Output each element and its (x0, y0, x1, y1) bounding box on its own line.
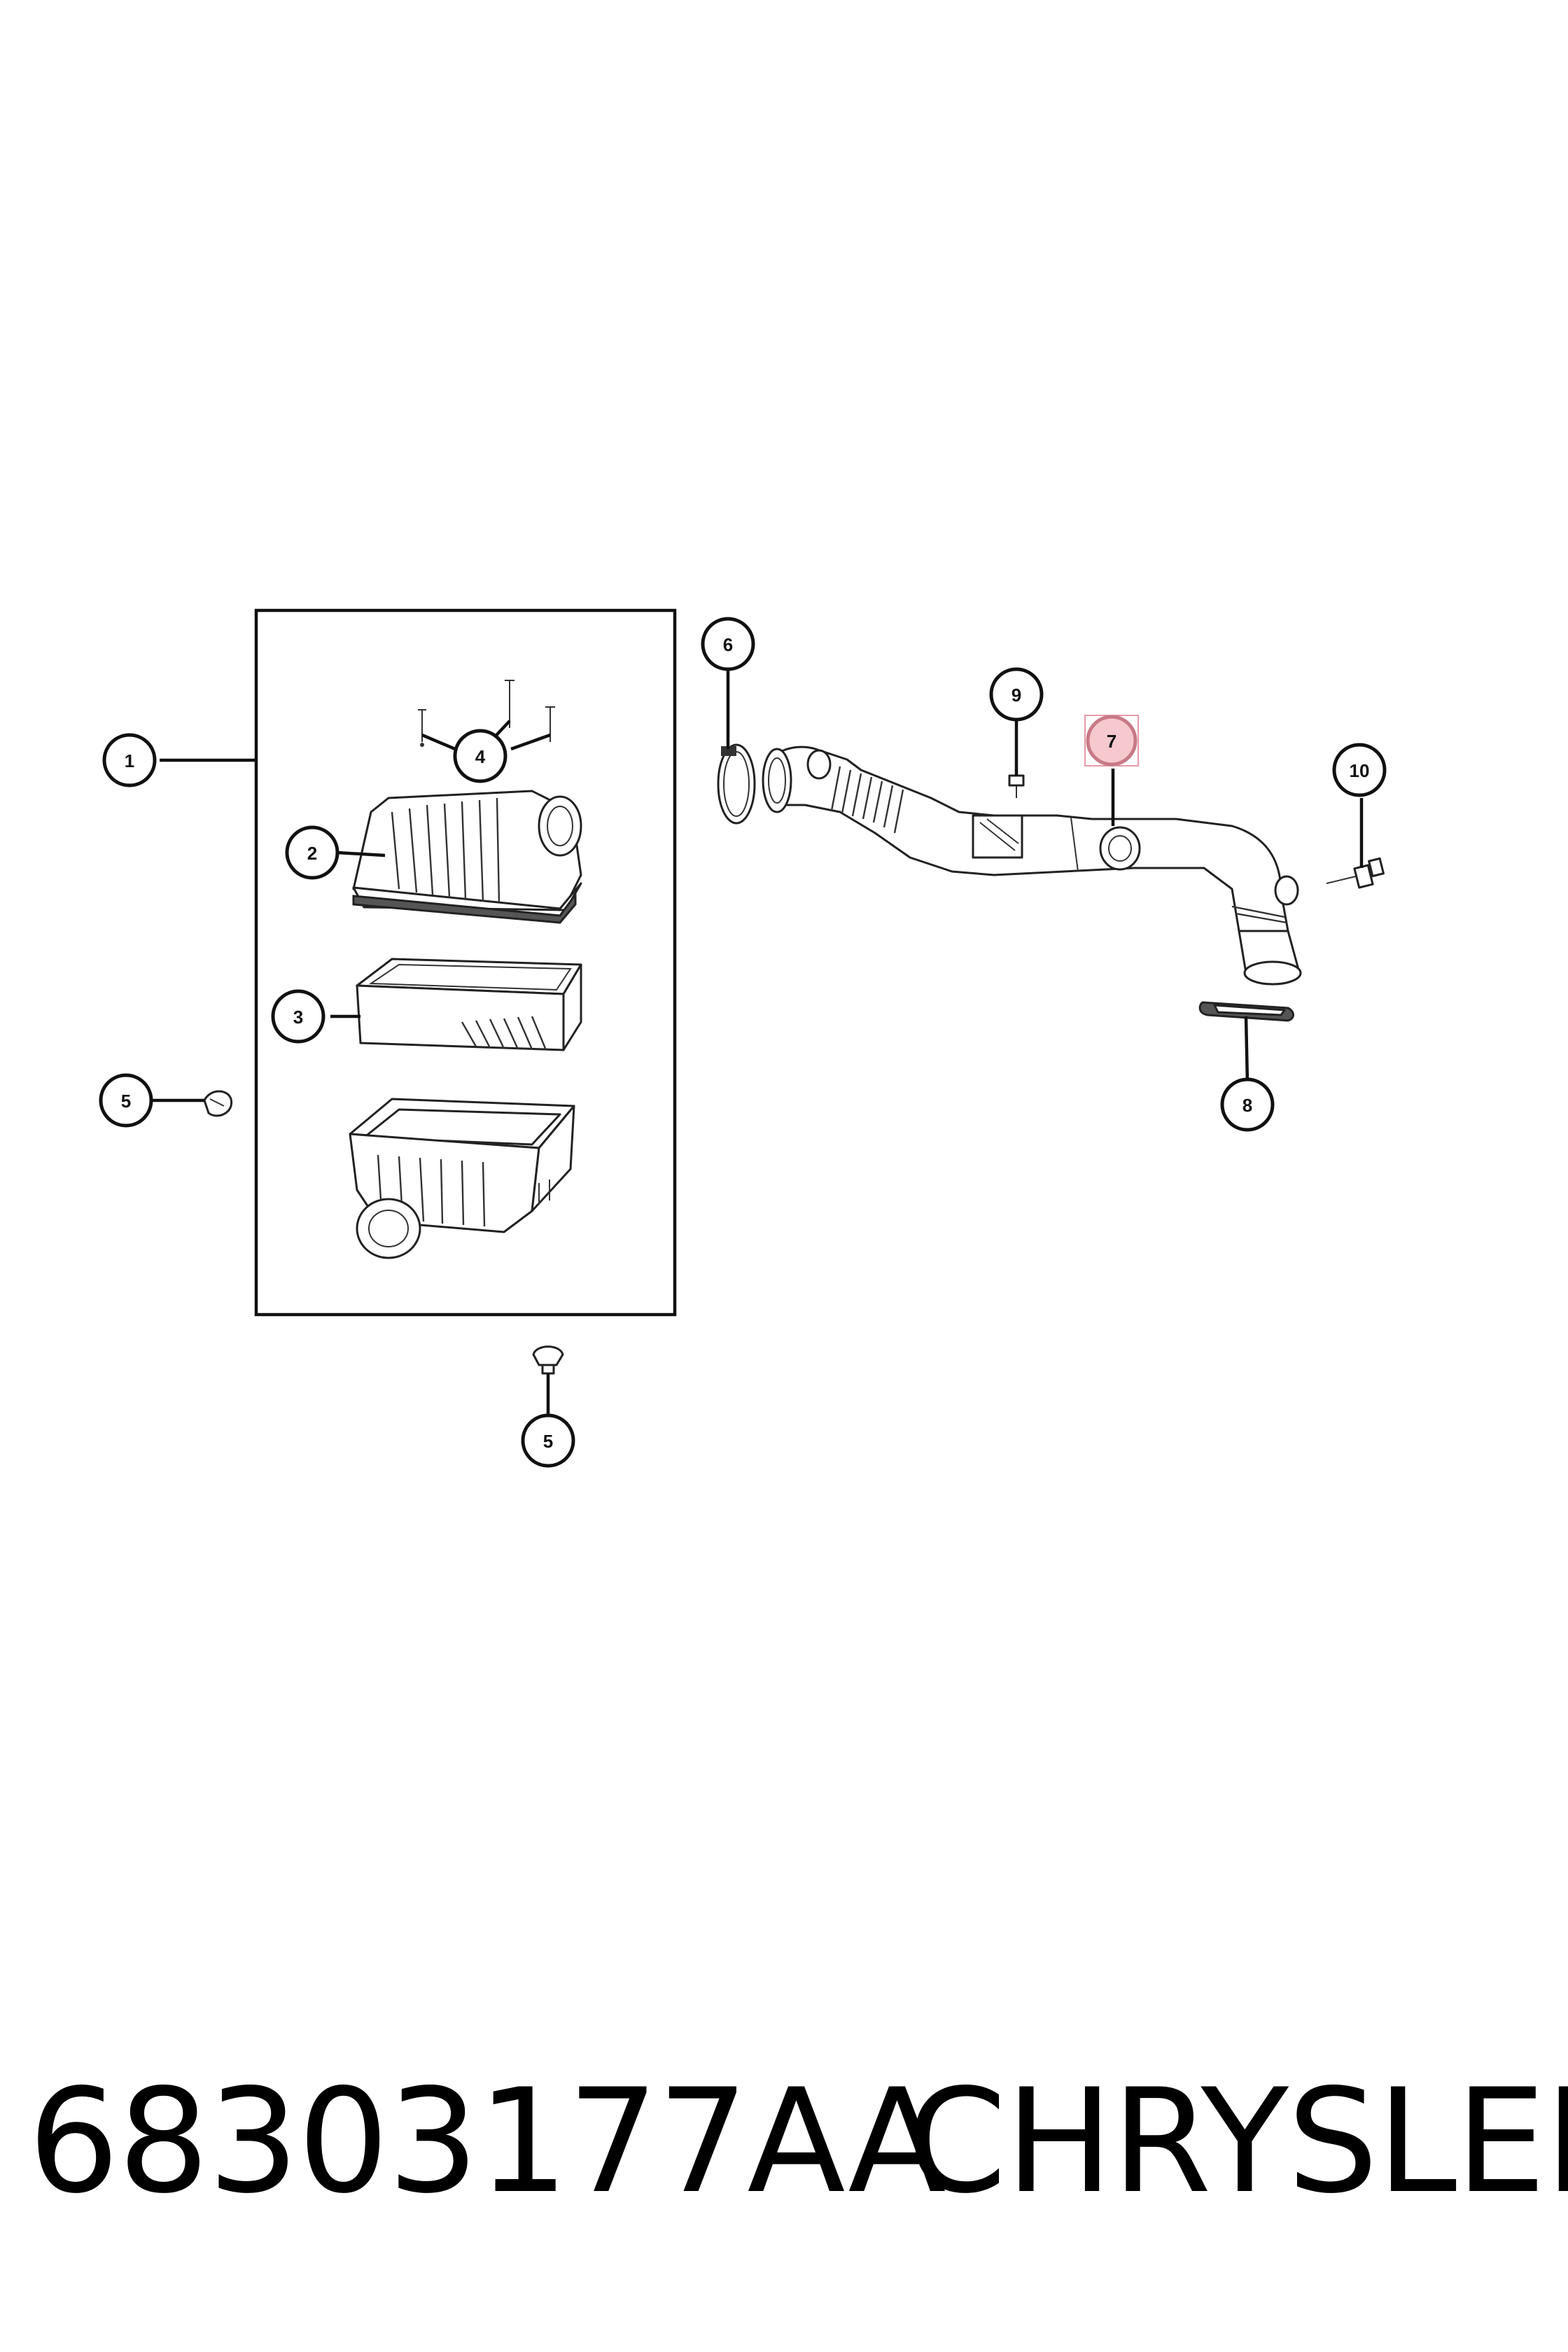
callout-10-label: 10 (1350, 760, 1370, 781)
callout-7: 7 (1084, 715, 1139, 766)
callout-9-label: 9 (1011, 685, 1021, 706)
callout-4: 4 (453, 729, 507, 783)
seal-part (1198, 1001, 1294, 1022)
callout-2: 2 (285, 825, 340, 880)
air-filter-part (356, 958, 582, 1051)
callout-9: 9 (989, 667, 1044, 722)
callout-3-label: 3 (293, 1007, 303, 1028)
callout-3: 3 (271, 989, 326, 1044)
hose-clamp-part (717, 743, 756, 825)
callout-1: 1 (102, 733, 157, 788)
part-number: 68303177AA (28, 2059, 946, 2225)
callout-6: 6 (701, 617, 755, 671)
callout-5-left: 5 (99, 1073, 153, 1128)
callout-5-bottom: 5 (521, 1413, 575, 1468)
callout-7-label: 7 (1107, 731, 1116, 752)
callout-4-label: 4 (475, 746, 486, 767)
grommet-bottom-part (532, 1345, 564, 1375)
callout-6-label: 6 (723, 634, 733, 655)
callout-8-label: 8 (1242, 1095, 1252, 1116)
sensor-part (1326, 857, 1385, 889)
air-inlet-duct-part (762, 746, 1302, 986)
air-cleaner-cover-part (352, 790, 582, 924)
air-cleaner-housing-part (349, 1098, 575, 1259)
brand-name: CHRYSLER (906, 2059, 1568, 2225)
grommet-left-part (203, 1090, 233, 1117)
callout-5-bottom-label: 5 (543, 1431, 553, 1452)
callout-2-label: 2 (307, 843, 317, 864)
callout-8: 8 (1220, 1077, 1275, 1132)
footer: 68303177AA CHRYSLER (0, 2051, 1568, 2233)
callout-10: 10 (1332, 743, 1387, 797)
assembly-box (254, 608, 677, 1317)
callout-1-label: 1 (125, 750, 134, 771)
callout-5-left-label: 5 (121, 1091, 131, 1112)
